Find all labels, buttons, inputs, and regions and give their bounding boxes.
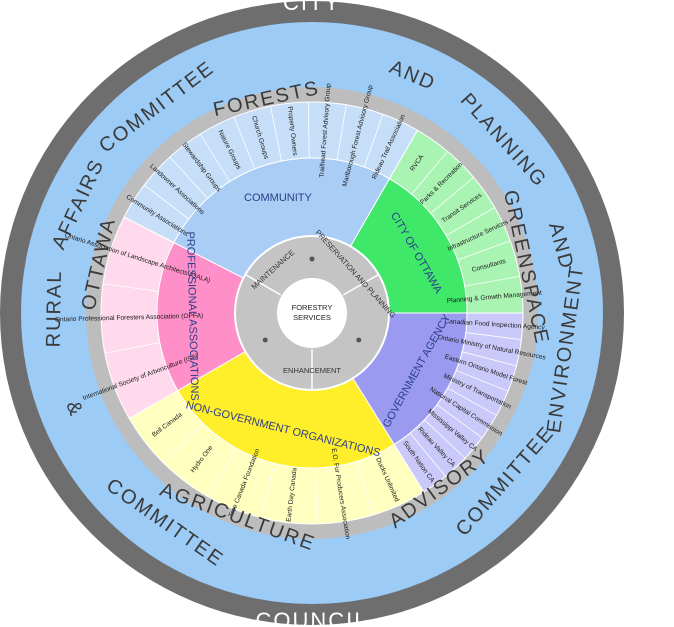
hub-divider — [244, 273, 282, 296]
committee-ring-word: RURAL — [43, 269, 66, 347]
hub-dot — [309, 256, 315, 262]
committee-ring-word: COUNCIL — [255, 608, 368, 627]
subsector-divider — [315, 467, 318, 524]
subsector-divider — [446, 207, 495, 236]
committee-ring-word: & — [61, 398, 87, 420]
subsector-divider — [104, 342, 160, 354]
subsector-divider — [307, 102, 310, 159]
subsector-divider — [455, 370, 509, 392]
subsector-label-professional: Ontario Professional Foresters Associati… — [55, 313, 204, 324]
subsector-divider — [363, 114, 384, 168]
center-circle — [277, 278, 347, 348]
hub-dot — [262, 337, 268, 343]
subsector-divider — [457, 240, 511, 261]
subsector-divider — [163, 422, 204, 464]
committee-ring-word: CITY — [283, 0, 341, 15]
subsector-divider — [199, 133, 231, 182]
subsector-divider — [461, 351, 517, 367]
subsector-divider — [270, 106, 282, 162]
subsector-divider — [411, 151, 448, 195]
subsector-divider — [169, 156, 208, 199]
sector-title-community: COMMUNITY — [244, 192, 312, 204]
subsector-divider — [336, 104, 347, 161]
subsector-divider — [430, 177, 474, 214]
subsector-divider — [436, 404, 483, 439]
subsector-divider — [409, 432, 446, 477]
center-label: FORESTRY — [292, 303, 333, 312]
hub-label: ENHANCEMENT — [283, 366, 341, 375]
subsector-divider — [260, 463, 275, 518]
subsector-divider — [143, 184, 189, 220]
subsector-divider — [102, 283, 159, 292]
subsector-divider — [465, 332, 522, 341]
hub-dot — [356, 337, 362, 343]
hub-divider — [342, 273, 380, 296]
subsector-divider — [424, 419, 466, 459]
sector-title-professional: PROFESSIONAL ASSOCIATIONS — [184, 231, 200, 401]
center-label: SERVICES — [293, 313, 331, 322]
subsector-divider — [356, 461, 373, 516]
subsector-divider — [208, 447, 237, 498]
subsector-divider — [447, 387, 497, 416]
subsector-divider — [233, 116, 256, 170]
subsector-divider — [464, 275, 520, 287]
